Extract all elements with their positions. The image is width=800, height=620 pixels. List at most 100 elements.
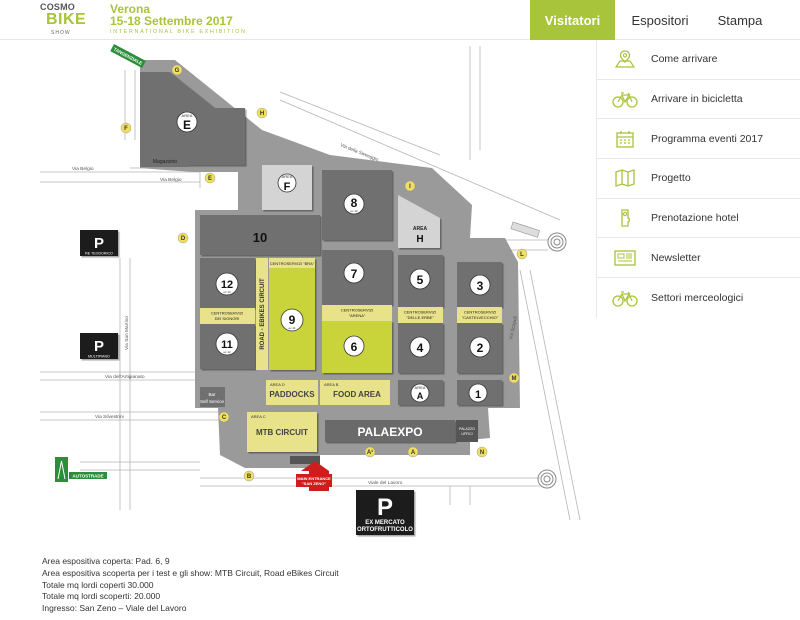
hall-10-number: 10	[253, 230, 267, 245]
area-a-marker	[410, 383, 430, 403]
hall-6-marker	[343, 335, 365, 357]
bar-label: Bar	[208, 392, 216, 397]
entrance-strip	[290, 456, 320, 464]
parking-symbol: P	[377, 494, 393, 521]
menu-item-bicicletta[interactable]: Arrivare in bicicletta	[597, 80, 800, 120]
street-belgio-2: Via Belgio	[160, 177, 182, 183]
hall-1-marker	[468, 383, 488, 403]
roundabout-east	[547, 232, 567, 252]
menu-item-hotel[interactable]: Prenotazione hotel	[597, 199, 800, 239]
gate-n[interactable]: N	[476, 446, 488, 458]
hall-6-number: 6	[351, 340, 358, 354]
roundabout-east-sign	[510, 221, 540, 238]
gate-f[interactable]: F	[120, 122, 132, 134]
hall-2-marker	[469, 336, 491, 358]
tab-espositori[interactable]: Espositori	[631, 12, 689, 28]
hall-10	[200, 215, 320, 255]
gate-g[interactable]: G	[171, 64, 183, 76]
road-ebikes-circuit	[256, 258, 268, 370]
tab-visitatori[interactable]: Visitatori	[530, 0, 615, 40]
gate-a1[interactable]: A¹	[364, 446, 376, 458]
street-sanmartino: Via San Martino	[124, 316, 130, 350]
hall-9-sub: ex 11	[288, 326, 295, 330]
menu-item-newsletter[interactable]: Newsletter	[597, 238, 800, 279]
menu-label: Progetto	[651, 172, 691, 185]
gate-h[interactable]: H	[256, 107, 268, 119]
gate-m[interactable]: M	[508, 372, 520, 384]
magazzino-label: Magazzino	[153, 159, 177, 165]
hall-8-marker	[343, 193, 365, 215]
hall-5-number: 5	[417, 273, 424, 287]
mtb-area-code: AREA C	[251, 414, 266, 419]
info-line: Area espositiva scoperta per i test e gl…	[42, 567, 339, 578]
info-line: Totale mq lordi scoperti: 20.000	[42, 591, 161, 602]
area-h	[398, 195, 440, 248]
menu-item-programma[interactable]: Programma eventi 2017	[597, 119, 800, 160]
hall-9-marker	[280, 308, 304, 332]
area-h-letter: H	[416, 234, 423, 245]
svg-text:E: E	[208, 176, 212, 182]
area-f-marker	[277, 173, 297, 193]
hall-7-number: 7	[351, 267, 358, 281]
menu-item-settori[interactable]: Settori merceologici	[597, 278, 800, 318]
parking-ex-mercato-label-1: EX MERCATO	[365, 520, 405, 526]
castel-label-2: "CASTELVECCHIO"	[462, 315, 499, 320]
arena-label-1: CENTROSERVIZI	[341, 308, 373, 313]
autostrade-label: AUTOSTRADE	[72, 474, 103, 479]
svg-text:H: H	[260, 111, 264, 117]
hall-2-number: 2	[477, 341, 484, 355]
tab-stampa[interactable]: Stampa	[717, 12, 763, 28]
newspaper-icon	[612, 248, 638, 268]
main-entrance-sign	[296, 474, 332, 487]
parking-ex-mercato-label-2: ORTOFRUTTICOLO	[357, 527, 413, 533]
menu-item-come-arrivare[interactable]: Come arrivare	[597, 40, 800, 80]
exhibition-info: Area espositiva coperta: Pad. 6, 9 Area …	[42, 556, 339, 615]
hall-11-number: 11	[221, 339, 233, 351]
gate-i[interactable]: I	[404, 180, 416, 192]
header: COSMO BIKE SHOW Verona 15-18 Settembre 2…	[0, 0, 800, 40]
palazzo-label-1: PALAZZO	[459, 427, 475, 431]
event-subtitle: INTERNATIONAL BIKE EXHIBITION	[110, 29, 247, 35]
gate-l[interactable]: L	[516, 248, 528, 260]
paddocks-area-code: AREA D	[270, 382, 285, 387]
gate-d[interactable]: D	[177, 232, 189, 244]
info-line: Ingresso: San Zeno – Viale del Lavoro	[42, 603, 187, 614]
gate-b[interactable]: B	[243, 470, 255, 482]
erbe-label-2: "DELLE ERBE"	[406, 315, 434, 320]
bar-block	[200, 387, 225, 407]
parking-re-teodorico[interactable]: P RE TEODORICO	[80, 230, 118, 256]
mtb-circuit	[247, 412, 317, 452]
area-a-letter: A	[417, 391, 424, 401]
street-silvestrini: Via Silvestrini	[95, 414, 124, 420]
main-entrance-label-2: "SAN ZENO"	[302, 481, 327, 486]
bicycle-icon	[612, 89, 638, 109]
palaexpo	[325, 420, 455, 442]
hall-7-marker	[343, 262, 365, 284]
menu-label: Arrivare in bicicletta	[651, 93, 743, 106]
menu-item-progetto[interactable]: Progetto	[597, 159, 800, 199]
street-lavoro: Viale del Lavoro	[368, 480, 403, 486]
street-artigianato: Via dell'Artigianato	[105, 374, 145, 380]
paddocks-label: PADDOCKS	[269, 390, 315, 399]
svg-text:G: G	[175, 68, 180, 74]
cosmobike-logo[interactable]: COSMO BIKE SHOW	[38, 2, 87, 38]
food-label: FOOD AREA	[333, 390, 381, 399]
gate-e[interactable]: E	[204, 172, 216, 184]
parking-multipiano[interactable]: P MULTIPIANO	[80, 333, 118, 359]
tangenziale-label: TANGENZIALE	[113, 47, 143, 66]
svg-text:A¹: A¹	[367, 449, 373, 456]
parking-ex-mercato[interactable]: P EX MERCATO ORTOFRUTTICOLO	[356, 490, 414, 535]
hall-12-number: 12	[221, 279, 233, 291]
hall-3-marker	[469, 274, 491, 296]
logo-bottom-text: SHOW	[51, 30, 71, 36]
area-h-label: AREA	[413, 226, 428, 232]
parking-symbol: P	[94, 235, 104, 252]
main-nav: Visitatori Espositori Stampa	[530, 0, 800, 40]
svg-text:I: I	[409, 184, 411, 190]
svg-text:B: B	[247, 474, 252, 480]
gate-a[interactable]: A	[407, 446, 419, 458]
svg-text:N: N	[480, 450, 484, 456]
gate-c[interactable]: C	[218, 411, 230, 423]
logo-main-text: BIKE	[46, 11, 87, 28]
area-f-label: AREA	[282, 174, 293, 179]
